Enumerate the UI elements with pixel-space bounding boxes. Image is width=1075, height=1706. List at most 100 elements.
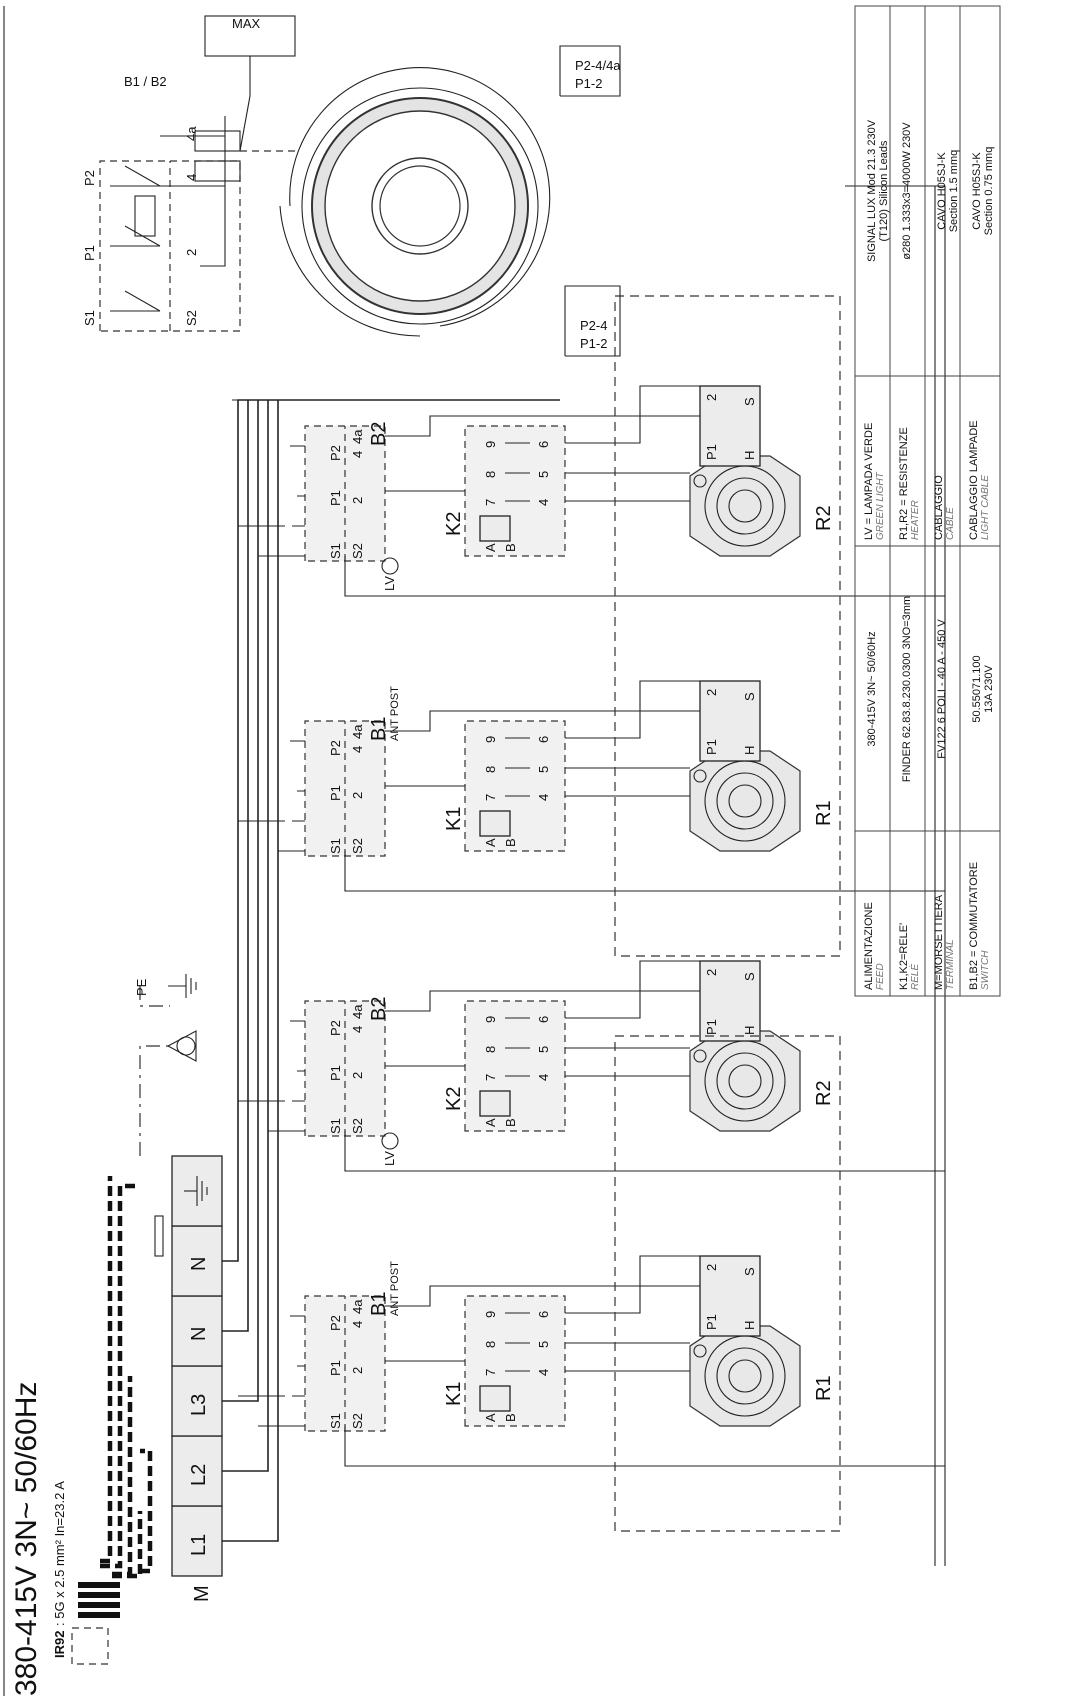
- hob-zone-container-left: [614, 1035, 841, 1532]
- detail-contacts: [110, 165, 161, 312]
- heater-coil-inner: [728, 1359, 762, 1393]
- relay-terminal-a: A: [483, 543, 498, 552]
- switch-terminal-p2: P2: [328, 1020, 343, 1036]
- switch-terminal-p2: P2: [328, 1315, 343, 1331]
- thermostat-terminal-2: 2: [704, 969, 719, 976]
- switch-terminal-p2: P2: [328, 740, 343, 756]
- thermostat-terminal-s: S: [742, 692, 757, 701]
- switch-terminal-s1: S1: [328, 1413, 343, 1429]
- switch-name: B1: [368, 1292, 390, 1316]
- relay-terminal-6: 6: [536, 1311, 551, 1318]
- thermostat-terminal-2: 2: [704, 394, 719, 401]
- relay-terminal-9: 9: [483, 1311, 498, 1318]
- relay-terminal-5: 5: [536, 766, 551, 773]
- terminal-label-l1: L1: [188, 1534, 210, 1556]
- ring-inner-box: [564, 285, 621, 357]
- relay-terminal-8: 8: [483, 766, 498, 773]
- relay-name: K2: [443, 512, 465, 536]
- zone-feed-link: [238, 1395, 285, 1427]
- legend-value4-4: CAVO H05SJ-K: [971, 152, 983, 230]
- relay-terminal-7: 7: [483, 1369, 498, 1376]
- thermostat-terminal-h: H: [742, 1026, 757, 1035]
- relay-terminal-9: 9: [483, 736, 498, 743]
- pe-link: [139, 986, 170, 1007]
- relay-terminal-5: 5: [536, 1341, 551, 1348]
- switch-note: ANT POST: [389, 686, 401, 741]
- switch-terminal-s2: S2: [350, 838, 365, 854]
- switch-terminal-s1: S1: [328, 838, 343, 854]
- switch-name: B1: [368, 717, 390, 741]
- zone-interconnect: [344, 960, 945, 1172]
- detail-s1: S1: [82, 310, 97, 326]
- heater-element: [689, 455, 801, 557]
- detail-leads: [160, 116, 226, 267]
- relay-terminal-a: A: [483, 838, 498, 847]
- relay-terminal-b: B: [503, 543, 518, 552]
- thermostat-box: [699, 680, 761, 762]
- relay-terminal-9: 9: [483, 441, 498, 448]
- relay-terminal-4: 4: [536, 1369, 551, 1376]
- switch-terminal-4: 4: [350, 746, 365, 753]
- thermostat-terminal-h: H: [742, 1321, 757, 1330]
- switch-terminal-s2: S2: [350, 1118, 365, 1134]
- ring-outer-a: P1-2: [575, 76, 602, 91]
- legend-label-1: ALIMENTAZIONE: [863, 902, 875, 990]
- relay-coil: [479, 515, 511, 542]
- thermostat-terminal-p1: P1: [704, 1314, 719, 1330]
- terminal-label-l3: L3: [188, 1394, 210, 1416]
- lamp-lv-icon: [381, 557, 399, 575]
- max-box: [204, 15, 296, 57]
- switch-feed: [285, 740, 305, 852]
- terminal-label-n2: N: [188, 1257, 210, 1271]
- thermostat-box: [699, 385, 761, 467]
- relay-name: K1: [443, 1382, 465, 1406]
- switch-terminal-p1: P1: [328, 1360, 343, 1376]
- pe-conductor: [139, 1045, 170, 1156]
- switch-terminal-p2: P2: [328, 445, 343, 461]
- heater-coil-inner: [728, 489, 762, 523]
- switch-feed: [285, 1020, 305, 1132]
- relay-contacts: [505, 442, 530, 502]
- relay-terminal-8: 8: [483, 1046, 498, 1053]
- switch-name: B2: [368, 997, 390, 1021]
- relay-terminal-b: B: [503, 1413, 518, 1422]
- cable-conductor-l3: [112, 1376, 133, 1577]
- bottom-bus: [845, 185, 946, 1566]
- ground-icon: [168, 974, 197, 998]
- bus-n: [222, 400, 249, 1332]
- thermostat-terminal-s: S: [742, 972, 757, 981]
- relay-name: K2: [443, 1087, 465, 1111]
- terminal-label-l2: L2: [188, 1464, 210, 1486]
- switch-detail: B1 / B2 S1 S2 P1 P2 2 4 4a: [82, 74, 300, 332]
- lamp-label: LV: [382, 1151, 397, 1166]
- heater-coil-mid: [716, 772, 774, 830]
- relay-name: K1: [443, 807, 465, 831]
- detail-t2: 2: [184, 249, 199, 256]
- switch-terminal-4a: 4a: [350, 724, 365, 739]
- legend-value-3: FV122 6 POLI - 40 A - 450 V: [936, 619, 948, 759]
- relay-terminal-7: 7: [483, 499, 498, 506]
- switch-terminal-2: 2: [350, 792, 365, 799]
- switch-terminal-4: 4: [350, 451, 365, 458]
- relay-contacts: [505, 737, 530, 797]
- heater-name: R1: [813, 1375, 835, 1401]
- switch-terminal-s1: S1: [328, 543, 343, 559]
- legend-sub-2: RELÈ: [908, 964, 921, 990]
- thermostat-terminal-p1: P1: [704, 444, 719, 460]
- bus-l1: [222, 400, 279, 1542]
- heater-name: R1: [813, 800, 835, 826]
- relay-terminal-6: 6: [536, 1016, 551, 1023]
- legend-label-2: K1,K2=RELE': [898, 923, 910, 990]
- legend-value-4: 50.55071.100: [971, 655, 983, 722]
- heater-element: [689, 1325, 801, 1427]
- legend-value-1: 380-415V 3N~ 50/60Hz: [866, 631, 878, 746]
- detail-switch-label: B1 / B2: [124, 74, 167, 89]
- legend-value4-3: CAVO H05SJ-K: [936, 152, 948, 230]
- relay-terminal-a: A: [483, 1118, 498, 1127]
- switch-terminal-s2: S2: [350, 543, 365, 559]
